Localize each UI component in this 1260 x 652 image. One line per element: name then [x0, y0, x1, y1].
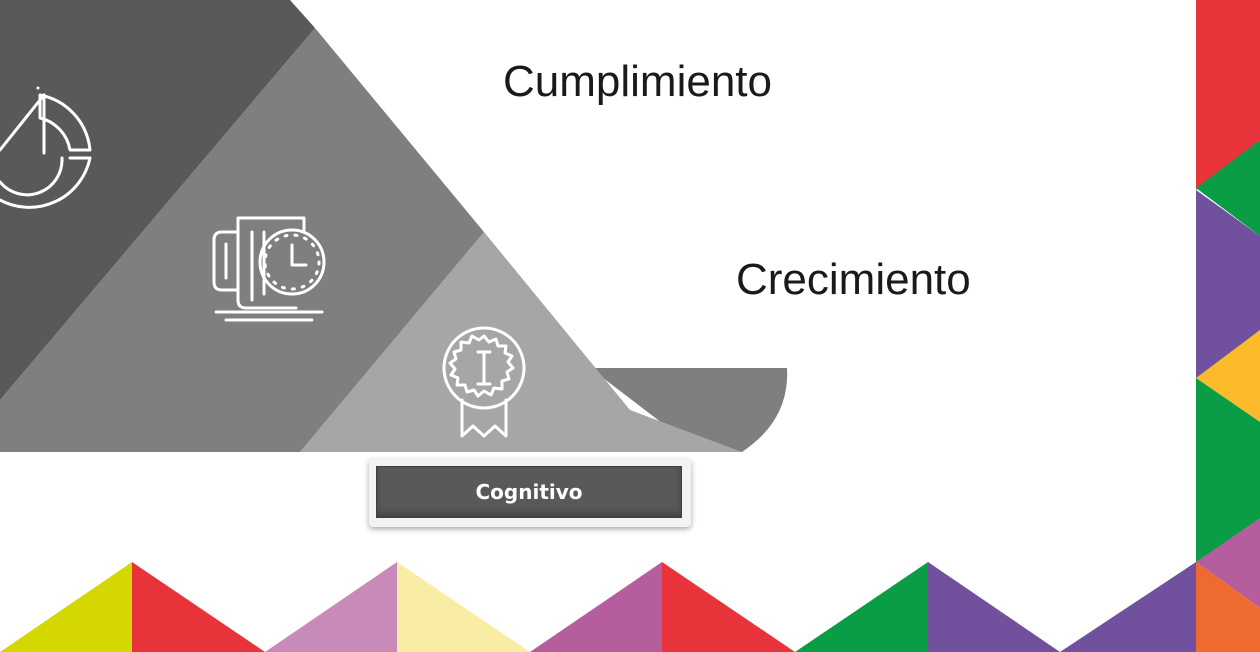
bottom-purple-triangle: [928, 562, 1060, 652]
bottom-lilac-triangle: [265, 562, 397, 652]
right-pink-triangle: [1196, 518, 1260, 608]
bottom-green-triangle: [795, 562, 928, 652]
cognitivo-button[interactable]: Cognitivo: [376, 466, 682, 518]
pie-chart-icon: [0, 86, 92, 209]
bottom-purple2-triangle: [1060, 562, 1196, 652]
cognitivo-button-frame: Cognitivo: [369, 459, 691, 527]
gray-band-light: [300, 232, 742, 452]
gray-band-dark: [0, 0, 315, 400]
bottom-red-triangle: [132, 562, 265, 652]
right-green-band: [1196, 378, 1260, 565]
bottom-lime-triangle: [0, 562, 132, 652]
bottom-paleyellow-triangle: [397, 562, 530, 652]
coffee-cup-clock-icon: [212, 216, 326, 322]
bottom-red2-triangle: [662, 562, 795, 652]
right-red-triangle: [1196, 0, 1260, 190]
gray-band-mid: [0, 28, 484, 452]
right-green-triangle: [1196, 140, 1260, 236]
bottom-pink-triangle: [530, 562, 662, 652]
curl-dark-shape: [590, 368, 788, 452]
right-orange-band: [1196, 562, 1260, 652]
award-badge-icon: [442, 326, 526, 438]
crecimiento-label: Crecimiento: [736, 255, 971, 304]
right-purple-band: [1196, 190, 1260, 380]
cumplimiento-label: Cumplimiento: [503, 57, 772, 106]
right-yellow-triangle: [1196, 330, 1260, 422]
